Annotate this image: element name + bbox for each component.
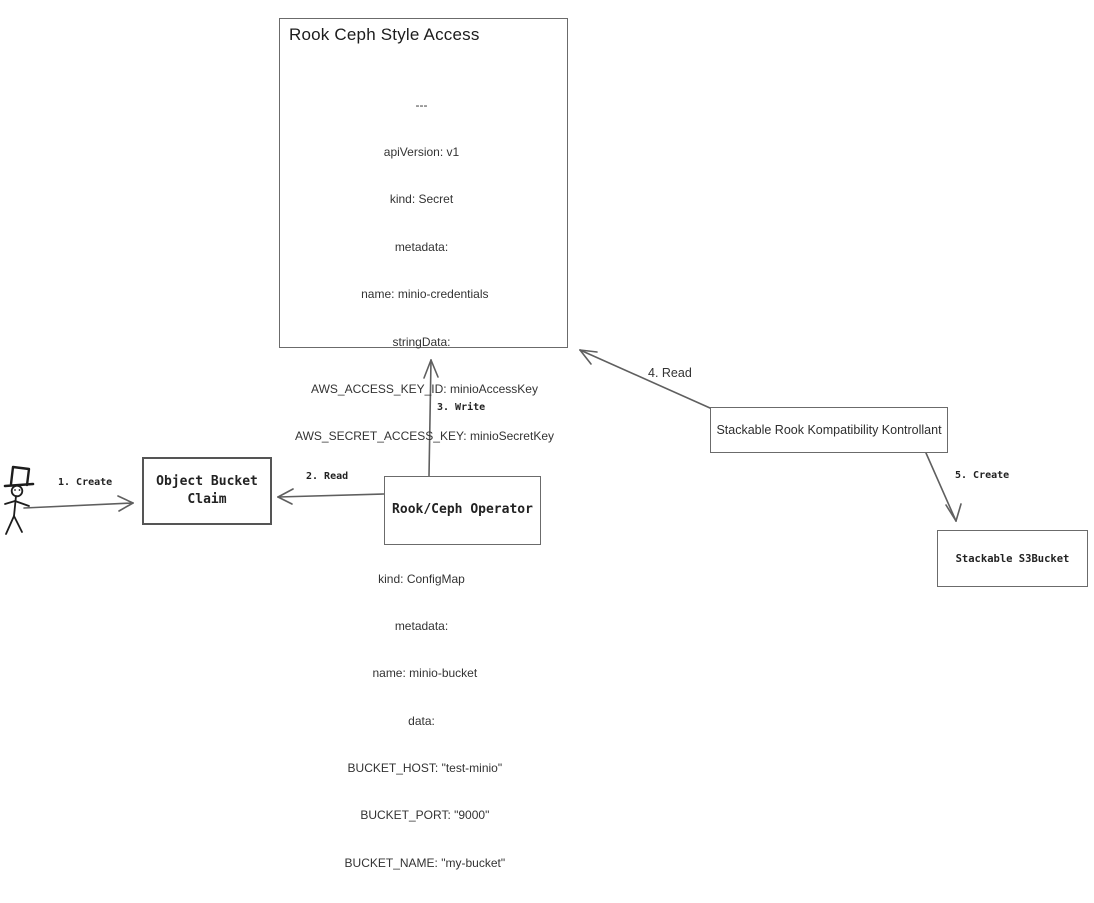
node-label: Rook/Ceph Operator bbox=[392, 502, 533, 518]
edge-label-1-create: 1. Create bbox=[58, 477, 113, 488]
yaml-line: kind: Secret bbox=[389, 192, 454, 207]
node-label: Stackable Rook Kompatibility Kontrollant bbox=[716, 423, 942, 437]
edge-label-3-write: 3. Write bbox=[437, 402, 486, 413]
yaml-line: kind: ConfigMap bbox=[378, 571, 465, 586]
node-object-bucket-claim: Object Bucket Claim bbox=[142, 457, 272, 525]
diagram-canvas: Rook Ceph Style Access --- apiVersion: v… bbox=[3, 18, 1088, 870]
edge-label-4-read: 4. Read bbox=[648, 366, 692, 380]
yaml-line: apiVersion: v1 bbox=[383, 144, 460, 159]
node-label: Stackable S3Bucket bbox=[955, 552, 1070, 565]
diagram-connectors bbox=[3, 349, 962, 535]
yaml-line: data: bbox=[408, 713, 435, 728]
node-stackable-s3bucket: Stackable S3Bucket bbox=[937, 530, 1088, 587]
yaml-line: name: minio-bucket bbox=[365, 666, 478, 681]
yaml-line: AWS_SECRET_ACCESS_KEY: minioSecretKey bbox=[289, 429, 554, 444]
arrow-create-obc bbox=[23, 495, 134, 512]
arrow-write-manifest bbox=[423, 359, 439, 477]
yaml-line: --- bbox=[415, 97, 428, 112]
yaml-line: BUCKET_PORT: "9000" bbox=[353, 808, 490, 823]
yaml-line: stringData: bbox=[392, 334, 451, 349]
edge-label-5-create: 5. Create bbox=[955, 470, 1010, 481]
yaml-line: metadata: bbox=[394, 618, 449, 633]
user-actor-icon bbox=[3, 465, 35, 535]
rook-box-title: Rook Ceph Style Access bbox=[289, 25, 480, 44]
yaml-line: BUCKET_NAME: "my-bucket" bbox=[337, 855, 506, 870]
node-rook-ceph-style-access: Rook Ceph Style Access --- apiVersion: v… bbox=[279, 18, 568, 870]
yaml-line: AWS_ACCESS_KEY_ID: minioAccessKey bbox=[305, 381, 538, 396]
node-label: Object Bucket Claim bbox=[156, 473, 258, 507]
arrow-create-s3bucket bbox=[925, 452, 962, 522]
yaml-line: metadata: bbox=[394, 239, 449, 254]
edge-label-2-read: 2. Read bbox=[306, 471, 349, 482]
node-rook-ceph-operator: Rook/Ceph Operator bbox=[384, 476, 541, 545]
arrow-read-obc bbox=[277, 488, 385, 505]
yaml-line: name: minio-credentials bbox=[354, 287, 489, 302]
yaml-line: BUCKET_HOST: "test-minio" bbox=[340, 761, 503, 776]
node-stackable-rook-kompatibility-kontrollant: Stackable Rook Kompatibility Kontrollant bbox=[710, 407, 948, 453]
arrow-read-manifest bbox=[579, 349, 711, 409]
